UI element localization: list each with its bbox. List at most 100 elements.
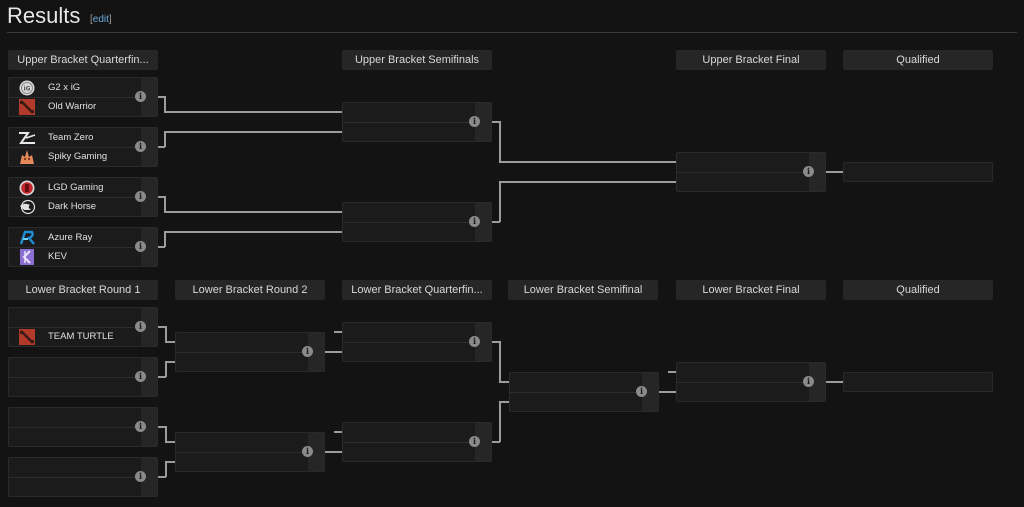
- team-slot[interactable]: KEV: [9, 247, 142, 266]
- team-slot[interactable]: [9, 308, 142, 328]
- info-icon[interactable]: i: [135, 241, 146, 252]
- info-icon[interactable]: i: [803, 376, 814, 387]
- connector: [499, 161, 676, 163]
- connector: [165, 361, 167, 377]
- connector: [164, 131, 342, 133]
- lgd-logo-icon: [18, 180, 36, 196]
- team-slot[interactable]: [9, 477, 142, 496]
- info-icon[interactable]: i: [135, 141, 146, 152]
- info-icon[interactable]: i: [135, 191, 146, 202]
- connector: [492, 441, 500, 443]
- edit-link[interactable]: edit: [92, 14, 109, 25]
- team-slot[interactable]: [343, 103, 476, 123]
- header-lb-final: Lower Bracket Final: [676, 280, 826, 300]
- team-slot[interactable]: [510, 392, 643, 411]
- header-ub-qualified: Qualified: [843, 50, 993, 70]
- team-slot[interactable]: [343, 203, 476, 223]
- team-slot[interactable]: [677, 153, 810, 173]
- info-icon[interactable]: i: [469, 436, 480, 447]
- header-ub-quarterfinals: Upper Bracket Quarterfin...: [8, 50, 158, 70]
- team-slot[interactable]: LGD Gaming: [9, 178, 142, 198]
- lb-qualified-slot[interactable]: [843, 372, 993, 392]
- connector: [325, 351, 342, 353]
- lb-r1-match-1[interactable]: TEAM TURTLE i: [8, 307, 158, 347]
- info-column: [141, 408, 157, 446]
- ub-qf-match-2[interactable]: Team Zero Spiky Gaming i: [8, 127, 158, 167]
- connector: [164, 111, 342, 113]
- team-name: Azure Ray: [48, 232, 93, 243]
- info-column: [308, 433, 324, 471]
- info-icon[interactable]: i: [135, 471, 146, 482]
- team-slot[interactable]: [343, 122, 476, 141]
- header-lb-semifinal: Lower Bracket Semifinal: [508, 280, 658, 300]
- ub-final-match[interactable]: i: [676, 152, 826, 192]
- team-slot[interactable]: [176, 352, 309, 371]
- ub-qualified-slot[interactable]: [843, 162, 993, 182]
- lb-final-match[interactable]: i: [676, 362, 826, 402]
- lb-r2-match-2[interactable]: i: [175, 432, 325, 472]
- connector: [668, 371, 676, 373]
- team-slot[interactable]: [9, 408, 142, 428]
- team-slot[interactable]: [9, 458, 142, 478]
- ub-qf-match-4[interactable]: Azure Ray KEV i: [8, 227, 158, 267]
- lb-qf-match-1[interactable]: i: [342, 322, 492, 362]
- info-icon[interactable]: i: [302, 346, 313, 357]
- team-slot[interactable]: [343, 342, 476, 361]
- ub-qf-match-3[interactable]: LGD Gaming Dark Horse i: [8, 177, 158, 217]
- info-icon[interactable]: i: [469, 216, 480, 227]
- info-icon[interactable]: i: [135, 321, 146, 332]
- lb-sf-match[interactable]: i: [509, 372, 659, 412]
- team-name: LGD Gaming: [48, 182, 104, 193]
- team-slot[interactable]: [9, 377, 142, 396]
- team-slot[interactable]: [343, 442, 476, 461]
- team-slot[interactable]: [176, 433, 309, 453]
- lb-r1-match-2[interactable]: i: [8, 357, 158, 397]
- team-slot[interactable]: Dark Horse: [9, 197, 142, 216]
- info-column: [141, 178, 157, 216]
- team-slot[interactable]: [343, 423, 476, 443]
- lb-r2-match-1[interactable]: i: [175, 332, 325, 372]
- connector: [164, 231, 166, 247]
- team-slot[interactable]: [343, 222, 476, 241]
- team-slot[interactable]: Team Zero: [9, 128, 142, 148]
- connector: [499, 181, 501, 222]
- dota2-logo-icon: [18, 328, 36, 345]
- connector: [164, 131, 166, 147]
- team-slot[interactable]: [176, 452, 309, 471]
- connector: [164, 211, 342, 213]
- team-slot[interactable]: Azure Ray: [9, 228, 142, 248]
- header-lb-round1: Lower Bracket Round 1: [8, 280, 158, 300]
- lb-qf-match-2[interactable]: i: [342, 422, 492, 462]
- team-slot[interactable]: [677, 172, 810, 191]
- team-slot[interactable]: Spiky Gaming: [9, 147, 142, 166]
- lb-r1-match-3[interactable]: i: [8, 407, 158, 447]
- info-icon[interactable]: i: [302, 446, 313, 457]
- connector: [492, 121, 500, 123]
- info-icon[interactable]: i: [803, 166, 814, 177]
- ub-sf-match-2[interactable]: i: [342, 202, 492, 242]
- info-icon[interactable]: i: [135, 421, 146, 432]
- info-icon[interactable]: i: [135, 91, 146, 102]
- info-icon[interactable]: i: [469, 336, 480, 347]
- team-slot[interactable]: Old Warrior: [9, 97, 142, 116]
- team-slot[interactable]: [9, 427, 142, 446]
- team-slot[interactable]: [176, 333, 309, 353]
- team-slot[interactable]: [677, 363, 810, 383]
- team-slot[interactable]: iG G2 x iG: [9, 78, 142, 98]
- team-name: TEAM TURTLE: [48, 331, 114, 342]
- info-icon[interactable]: i: [636, 386, 647, 397]
- info-column: [475, 323, 491, 361]
- team-slot[interactable]: [343, 323, 476, 343]
- connector: [165, 426, 167, 442]
- ub-qf-match-1[interactable]: iG G2 x iG Old Warrior i: [8, 77, 158, 117]
- team-slot[interactable]: [9, 358, 142, 378]
- info-column: [475, 423, 491, 461]
- ub-sf-match-1[interactable]: i: [342, 102, 492, 142]
- info-icon[interactable]: i: [469, 116, 480, 127]
- info-column: [809, 363, 825, 401]
- team-slot[interactable]: [510, 373, 643, 393]
- lb-r1-match-4[interactable]: i: [8, 457, 158, 497]
- info-icon[interactable]: i: [135, 371, 146, 382]
- team-slot[interactable]: [677, 382, 810, 401]
- team-slot[interactable]: TEAM TURTLE: [9, 327, 142, 346]
